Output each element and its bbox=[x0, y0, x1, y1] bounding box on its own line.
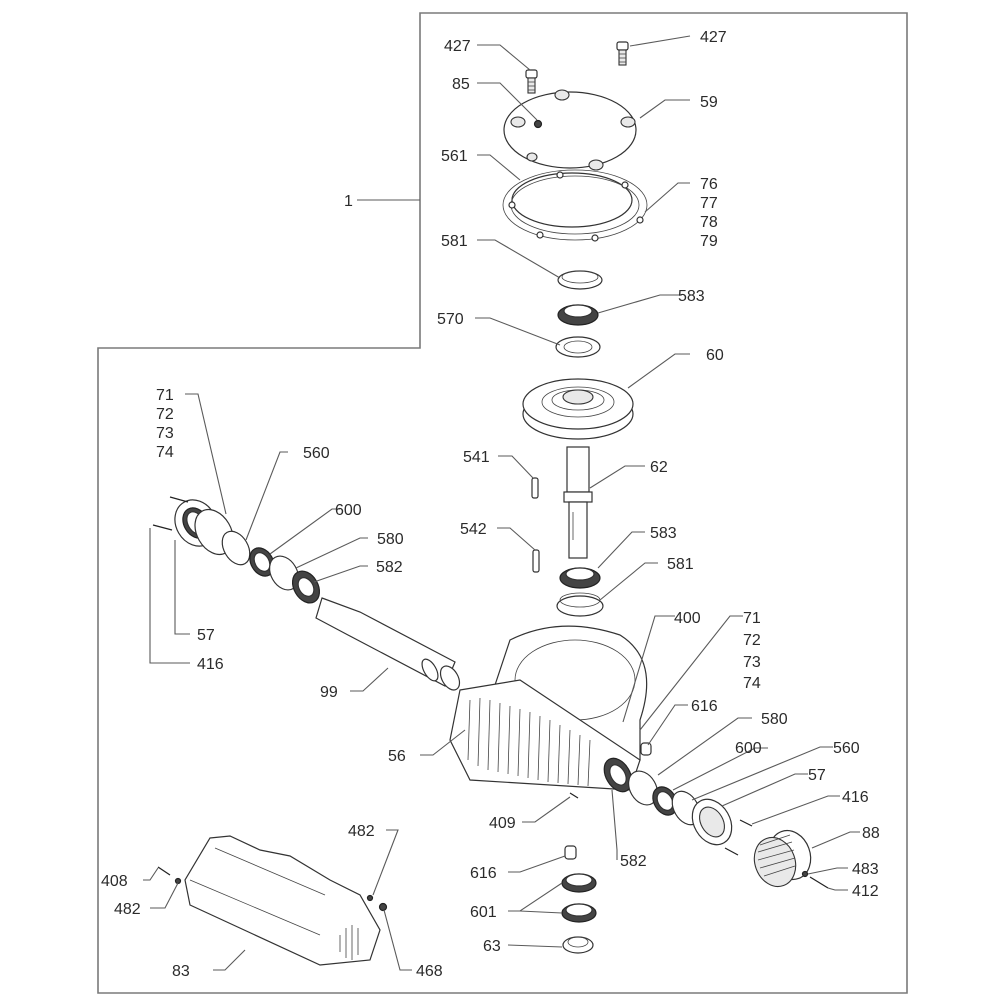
callout-79: 79 bbox=[700, 233, 718, 250]
bearing-582-right bbox=[603, 757, 633, 793]
plug-616-housing bbox=[640, 742, 652, 756]
washer-483 bbox=[801, 870, 809, 878]
bushing-63 bbox=[562, 936, 594, 954]
callout-71: 71 bbox=[743, 610, 761, 627]
callout-560: 560 bbox=[303, 445, 330, 462]
callout-583: 583 bbox=[678, 288, 705, 305]
belt-guard-83 bbox=[184, 835, 381, 966]
callout-412: 412 bbox=[852, 883, 879, 900]
callout-600: 600 bbox=[735, 740, 762, 757]
callout-71: 71 bbox=[156, 387, 174, 404]
callout-72: 72 bbox=[743, 632, 761, 649]
screw-412 bbox=[809, 876, 829, 889]
callout-582: 582 bbox=[376, 559, 403, 576]
callout-542: 542 bbox=[460, 521, 487, 538]
callout-483: 483 bbox=[852, 861, 879, 878]
callout-408: 408 bbox=[101, 873, 128, 890]
callout-76: 76 bbox=[700, 176, 718, 193]
callout-582: 582 bbox=[620, 853, 647, 870]
callout-73: 73 bbox=[743, 654, 761, 671]
callout-85: 85 bbox=[452, 76, 470, 93]
bearing-cap-57-right bbox=[691, 798, 733, 846]
key-542 bbox=[532, 549, 540, 573]
assembly-label: 1 bbox=[344, 193, 353, 210]
callout-541: 541 bbox=[463, 449, 490, 466]
callout-616: 616 bbox=[470, 865, 497, 882]
seal-600-left bbox=[249, 547, 275, 577]
callout-83: 83 bbox=[172, 963, 190, 980]
bearing-cup-581-lower bbox=[556, 592, 604, 617]
callout-78: 78 bbox=[700, 214, 718, 231]
bolt-427-right bbox=[616, 41, 629, 66]
callout-482: 482 bbox=[114, 901, 141, 918]
leader-lines bbox=[143, 35, 860, 971]
seal-601-upper bbox=[561, 873, 597, 893]
pulley-60 bbox=[522, 378, 634, 440]
seal-601-lower bbox=[561, 903, 597, 923]
callout-581: 581 bbox=[667, 556, 694, 573]
callout-57: 57 bbox=[808, 767, 826, 784]
callout-416: 416 bbox=[842, 789, 869, 806]
callout-601: 601 bbox=[470, 904, 497, 921]
callout-409: 409 bbox=[489, 815, 516, 832]
washer-482-left bbox=[174, 877, 182, 885]
gasket-76-79 bbox=[502, 169, 648, 242]
nut-468 bbox=[378, 902, 388, 912]
callout-56: 56 bbox=[388, 748, 406, 765]
callout-561: 561 bbox=[441, 148, 468, 165]
callout-580: 580 bbox=[377, 531, 404, 548]
callout-400: 400 bbox=[674, 610, 701, 627]
bolts-416-right bbox=[724, 819, 753, 856]
bolt-427-left bbox=[525, 69, 538, 94]
o-ring-560-left bbox=[221, 530, 251, 566]
callout-581: 581 bbox=[441, 233, 468, 250]
callout-560: 560 bbox=[833, 740, 860, 757]
callout-416: 416 bbox=[197, 656, 224, 673]
callout-570: 570 bbox=[437, 311, 464, 328]
callout-73: 73 bbox=[156, 425, 174, 442]
callout-59: 59 bbox=[700, 94, 718, 111]
tapered-bearing-583-top bbox=[557, 304, 599, 326]
callout-600: 600 bbox=[335, 502, 362, 519]
bearing-cup-581-top bbox=[557, 270, 603, 290]
callout-77: 77 bbox=[700, 195, 718, 212]
assembly-frame bbox=[97, 12, 908, 994]
callout-427: 427 bbox=[700, 29, 727, 46]
callout-580: 580 bbox=[761, 711, 788, 728]
callout-63: 63 bbox=[483, 938, 501, 955]
bearing-582-left bbox=[291, 570, 321, 604]
key-541 bbox=[531, 477, 539, 499]
seal-570 bbox=[555, 336, 601, 358]
callout-74: 74 bbox=[156, 444, 174, 461]
callout-482: 482 bbox=[348, 823, 375, 840]
callout-60: 60 bbox=[706, 347, 724, 364]
callout-468: 468 bbox=[416, 963, 443, 980]
cup-580-right bbox=[627, 770, 659, 806]
callout-62: 62 bbox=[650, 459, 668, 476]
callout-74: 74 bbox=[743, 675, 761, 692]
callout-99: 99 bbox=[320, 684, 338, 701]
tapered-bearing-583-lower bbox=[559, 567, 601, 589]
washer-482-right bbox=[366, 894, 374, 902]
fan-88 bbox=[753, 829, 812, 888]
callout-57: 57 bbox=[197, 627, 215, 644]
callout-616: 616 bbox=[691, 698, 718, 715]
screw-408 bbox=[157, 866, 171, 876]
callout-88: 88 bbox=[862, 825, 880, 842]
callout-72: 72 bbox=[156, 406, 174, 423]
horizontal-shaft-99 bbox=[315, 597, 461, 691]
cover-plate-59 bbox=[503, 89, 637, 171]
callout-427: 427 bbox=[444, 38, 471, 55]
plug-616-lower bbox=[564, 845, 577, 860]
bolts-416-left bbox=[152, 496, 189, 531]
callout-583: 583 bbox=[650, 525, 677, 542]
gearbox-housing-56 bbox=[449, 625, 648, 791]
pin-409 bbox=[569, 792, 579, 799]
vertical-shaft-62 bbox=[563, 446, 593, 559]
o-ring-561 bbox=[511, 172, 633, 228]
